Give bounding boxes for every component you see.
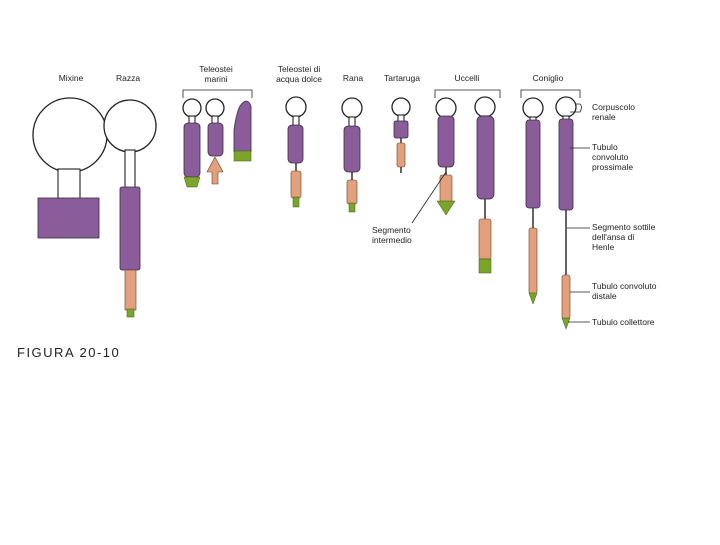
proximal-tubule — [558, 118, 574, 211]
distal-tubule — [561, 274, 571, 320]
label-tubulo-distale-2: distale — [592, 291, 617, 301]
label-corpuscolo-2: renale — [592, 112, 616, 122]
label-segmento-sottile-1: Segmento sottile — [592, 222, 656, 232]
proximal-tubule — [343, 125, 361, 173]
arrow-up-icon — [206, 156, 224, 185]
renal-corpuscle — [522, 97, 544, 119]
nephron-mixine — [32, 97, 108, 239]
species-label-coniglio: Coniglio — [533, 73, 564, 83]
neck-segment — [124, 149, 136, 189]
species-label-teleostei-dolce-1: Teleostei di — [278, 64, 321, 74]
distal-tubule — [124, 269, 137, 311]
neck-segment — [292, 115, 300, 127]
nephron-teleostei-marini-c — [233, 100, 252, 162]
species-label-teleostei-marini-1: Teleostei — [199, 64, 233, 74]
tubule-segment — [37, 197, 100, 239]
nephron-coniglio-a — [522, 97, 544, 305]
collecting-tip — [183, 176, 201, 188]
nephron-rana — [341, 97, 363, 213]
distal-tubule — [346, 179, 358, 205]
renal-corpuscle — [555, 96, 577, 118]
nephron-teleostei-dolce — [285, 96, 307, 208]
species-label-rana: Rana — [343, 73, 364, 83]
proximal-tubule — [119, 186, 141, 271]
pointer-line — [570, 103, 582, 113]
collecting-tip — [233, 150, 252, 162]
renal-corpuscle — [205, 98, 225, 118]
nephron-teleostei-marini-a — [182, 98, 202, 188]
distal-tubule — [478, 218, 492, 260]
renal-corpuscle — [341, 97, 363, 119]
species-label-razza: Razza — [116, 73, 140, 83]
proximal-tubule — [525, 119, 541, 209]
bracket-icon — [182, 89, 253, 98]
collecting-tip — [348, 202, 356, 213]
label-corpuscolo-1: Corpuscolo — [592, 102, 635, 112]
species-label-teleostei-dolce-2: acqua dolce — [276, 74, 322, 84]
renal-corpuscle — [285, 96, 307, 118]
renal-corpuscle — [103, 99, 157, 153]
collecting-tip — [436, 200, 456, 216]
nephron-tartaruga — [391, 97, 411, 173]
distal-tubule — [528, 227, 538, 295]
collecting-tip — [561, 317, 571, 330]
collecting-tip — [126, 308, 135, 318]
species-label-mixine: Mixine — [59, 73, 84, 83]
label-tubulo-prox-2: convoluto — [592, 152, 629, 162]
neck-segment — [348, 116, 356, 128]
collecting-tip — [528, 292, 538, 305]
collecting-tip — [478, 258, 492, 274]
distal-tubule — [396, 142, 406, 168]
proximal-tubule — [287, 124, 304, 164]
label-segmento-intermedio-2: intermedio — [372, 235, 412, 245]
pointer-line — [411, 171, 447, 224]
bracket-icon — [520, 89, 581, 98]
label-segmento-intermedio-1: Segmento — [372, 225, 411, 235]
label-tubulo-prox-3: prossimale — [592, 162, 633, 172]
label-segmento-sottile-2: dell'ansa di — [592, 232, 634, 242]
label-tubulo-prox-1: Tubulo — [592, 142, 618, 152]
distal-tubule — [290, 170, 302, 199]
bracket-icon — [434, 89, 501, 98]
label-tubulo-collettore: Tubulo collettore — [592, 317, 655, 327]
renal-corpuscle — [435, 97, 457, 119]
nephron-uccelli-a — [435, 97, 457, 216]
nephron-uccelli-b — [474, 96, 496, 274]
renal-corpuscle — [391, 97, 411, 117]
species-label-tartaruga: Tartaruga — [384, 73, 420, 83]
label-segmento-sottile-3: Henle — [592, 242, 614, 252]
nephron-razza — [103, 99, 157, 318]
proximal-tubule — [183, 122, 201, 178]
renal-corpuscle — [474, 96, 496, 118]
label-tubulo-distale-1: Tubulo convoluto — [592, 281, 657, 291]
neck-segment — [57, 168, 81, 201]
proximal-tubule — [393, 120, 409, 139]
figure-caption: FIGURA 20-10 — [17, 345, 120, 360]
renal-corpuscle — [182, 98, 202, 118]
proximal-tubule — [207, 122, 224, 157]
species-label-uccelli: Uccelli — [454, 73, 479, 83]
proximal-tubule — [476, 115, 495, 200]
nephron-coniglio-b — [555, 96, 577, 330]
aglomerular-tubule — [233, 100, 252, 153]
proximal-tubule — [437, 115, 455, 168]
distal-tubule — [439, 174, 453, 203]
species-label-teleostei-marini-2: marini — [204, 74, 227, 84]
renal-corpuscle — [32, 97, 108, 173]
collecting-tip — [292, 196, 300, 208]
nephron-teleostei-marini-b — [205, 98, 225, 185]
